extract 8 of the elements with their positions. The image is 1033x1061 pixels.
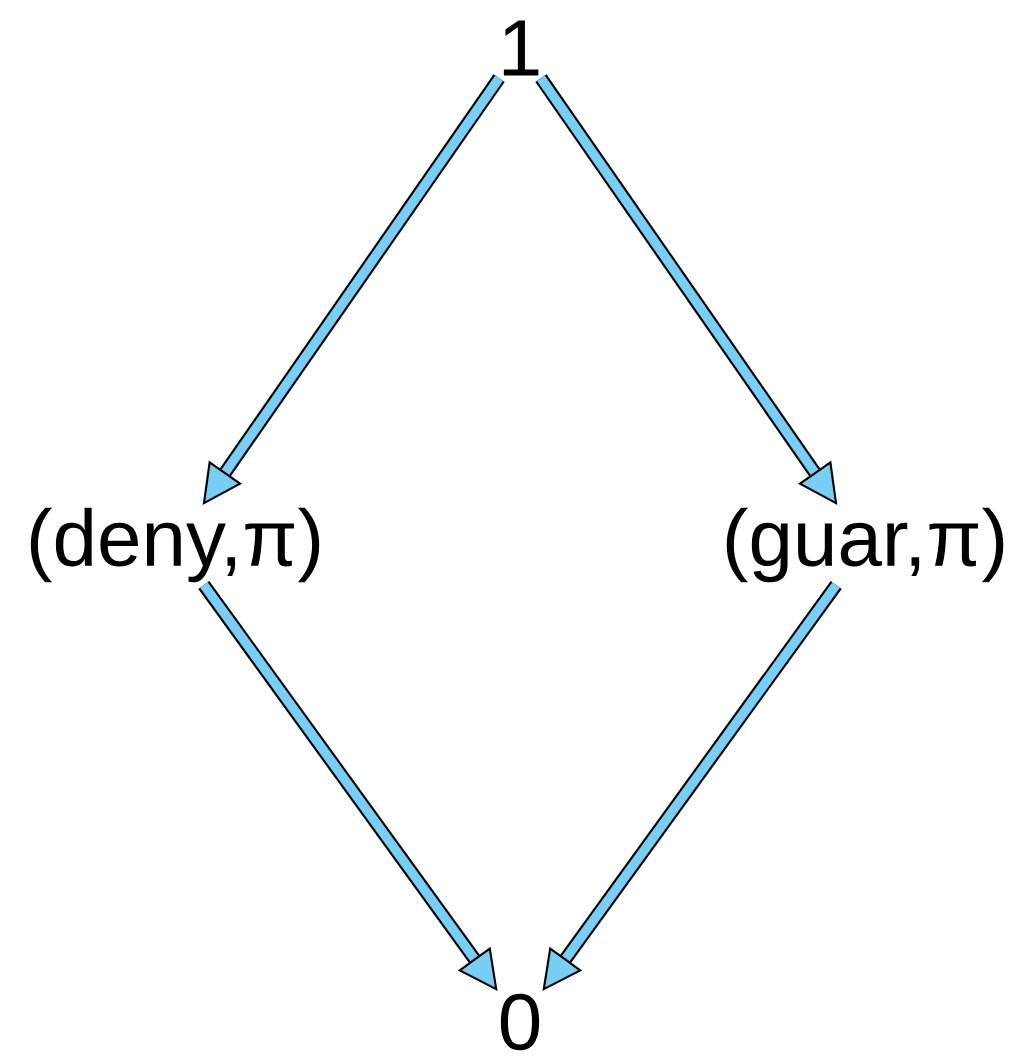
arrow xyxy=(535,74,838,505)
node-label: (guar,π) xyxy=(726,507,1004,583)
arrow xyxy=(202,74,505,505)
node-label: (deny,π) xyxy=(30,507,320,583)
arrow xyxy=(198,581,498,991)
arrow xyxy=(542,581,842,991)
node-label: 1 xyxy=(503,20,539,76)
node-label: 0 xyxy=(500,993,540,1051)
